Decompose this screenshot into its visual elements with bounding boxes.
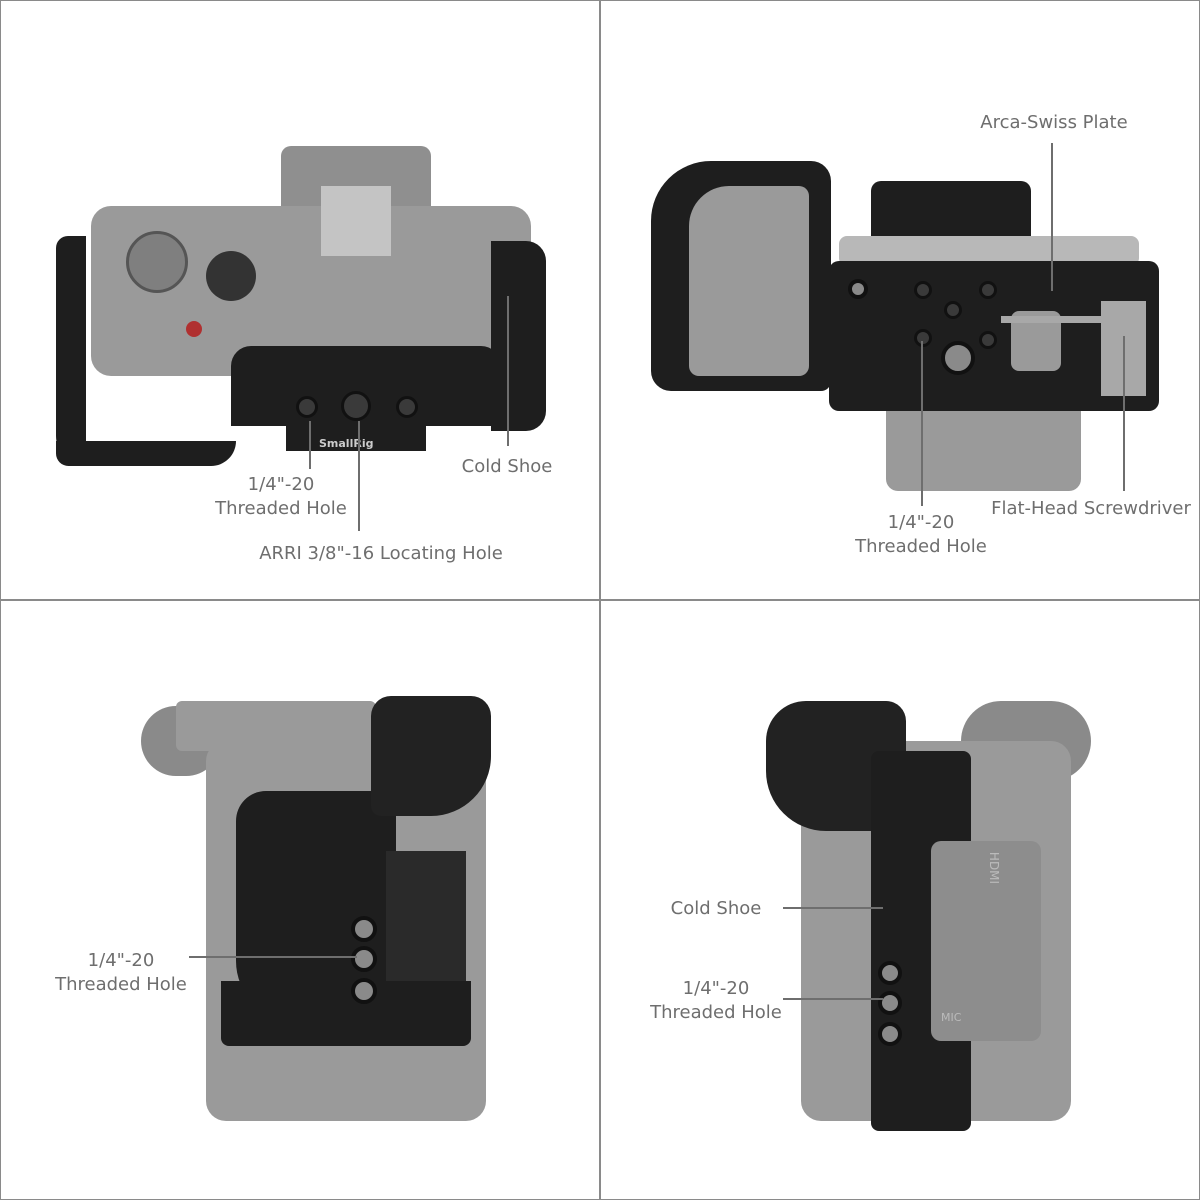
callout-line [783,907,883,909]
callout-line [358,421,360,531]
callout-threaded-hole: 1/4"-20 Threaded Hole [215,474,347,519]
callout-cold-shoe: Cold Shoe [670,898,762,919]
brand-engraving: SmallRig [319,437,374,450]
callout-line [1123,336,1125,491]
callout-threaded-hole: 1/4"-20 Threaded Hole [650,978,782,1023]
callout-threaded-hole: 1/4"-20 Threaded Hole [55,950,187,995]
panel-bottom-view: Arca-Swiss Plate Flat-Head Screwdriver 1… [600,0,1200,600]
callout-cold-shoe: Cold Shoe [461,456,553,477]
threaded-hole-icon [396,396,418,418]
panel-grip-side-view: 1/4"-20 Threaded Hole [0,600,600,1200]
callout-arca-swiss-plate: Arca-Swiss Plate [980,112,1128,133]
callout-arri-locating-hole: ARRI 3/8"-16 Locating Hole [259,543,503,564]
callout-line [507,296,509,446]
threaded-hole-icon [878,991,902,1015]
callout-line [921,341,923,506]
callout-line [309,421,311,469]
callout-line [783,998,883,1000]
threaded-hole-icon [914,329,932,347]
mic-port-label: MIC [941,1011,962,1024]
threaded-hole-icon [351,946,377,972]
callout-line [189,956,357,958]
panel-top-view: SmallRig 1/4"-20 Threaded Hole ARRI 3/8"… [0,0,600,600]
threaded-hole-icon [296,396,318,418]
hdmi-port-label: HDMI [987,851,1002,885]
callout-flat-head-screwdriver: Flat-Head Screwdriver [991,498,1191,519]
callout-line [1051,143,1053,291]
arri-locating-hole-icon [341,391,371,421]
callout-threaded-hole: 1/4"-20 Threaded Hole [855,512,987,557]
panel-port-side-view: HDMI MIC Cold Shoe 1/4"-20 Threaded Hole [600,600,1200,1200]
